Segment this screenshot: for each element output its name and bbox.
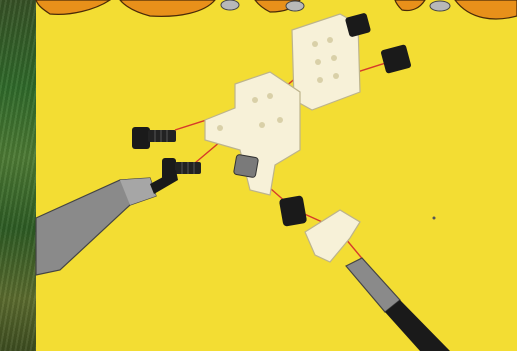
bolt bbox=[132, 127, 201, 180]
screwdriver bbox=[346, 258, 450, 351]
screwdriver bbox=[36, 170, 178, 275]
speck bbox=[433, 217, 436, 220]
leaf-decoration bbox=[36, 0, 517, 19]
